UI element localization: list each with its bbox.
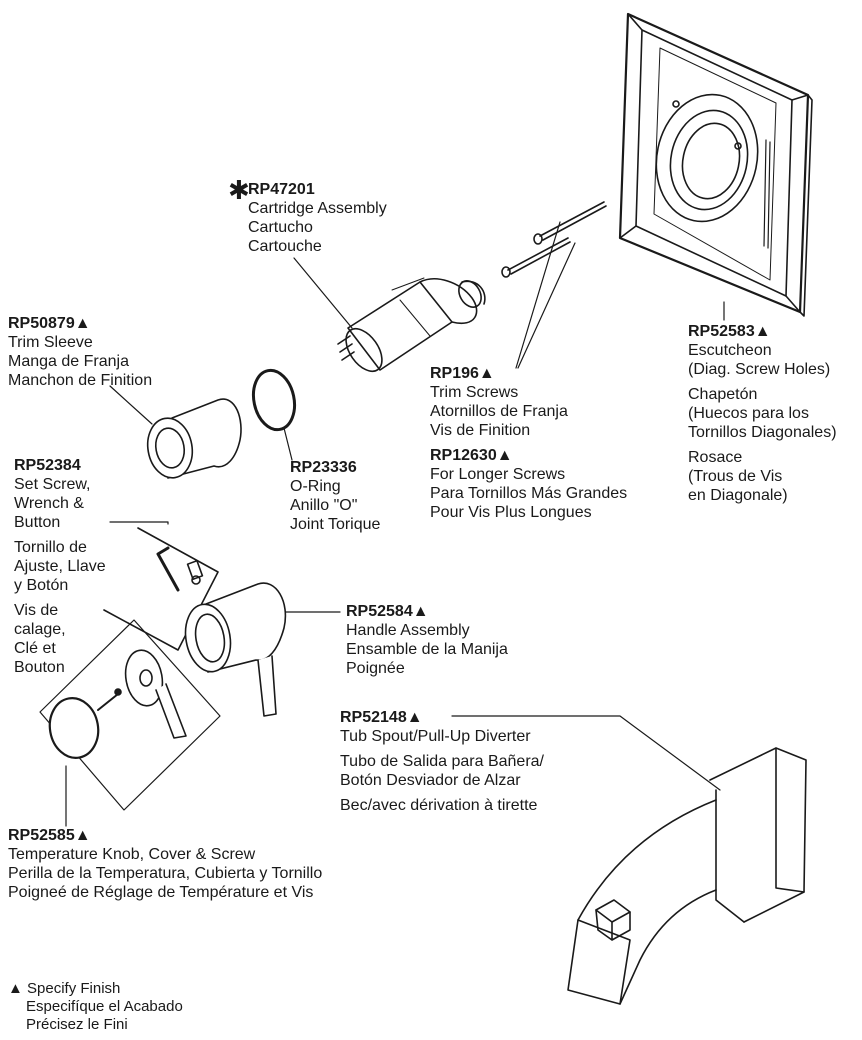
- part-number: RP52585▲: [8, 827, 91, 844]
- trim-screws-drawing: [501, 201, 607, 369]
- part-desc: Trim Sleeve: [8, 334, 93, 351]
- part-number: RP50879▲: [8, 315, 91, 332]
- part-number: RP52148▲: [340, 709, 423, 726]
- part-desc: Escutcheon: [688, 342, 772, 359]
- part-desc: Joint Torique: [290, 516, 381, 533]
- part-desc: Set Screw,: [14, 476, 91, 493]
- part-desc: (Trous de Vis: [688, 468, 783, 485]
- trim-sleeve-callout: RP50879▲ Trim Sleeve Manga de Franja Man…: [8, 314, 152, 390]
- set-screw-callout: RP52384 Set Screw, Wrench & Button Torni…: [14, 456, 106, 677]
- part-desc: Ensamble de la Manija: [346, 641, 508, 658]
- part-desc: Handle Assembly: [346, 622, 470, 639]
- part-desc: Cartucho: [248, 219, 313, 236]
- part-desc: O-Ring: [290, 478, 341, 495]
- part-desc: Ajuste, Llave: [14, 558, 106, 575]
- handle-callout: RP52584▲ Handle Assembly Ensamble de la …: [346, 602, 508, 678]
- part-desc: Bec/avec dérivation à tirette: [340, 797, 538, 814]
- part-desc: Tornillo de: [14, 539, 87, 556]
- part-desc: (Huecos para los: [688, 405, 809, 422]
- part-desc: Poignée: [346, 660, 405, 677]
- part-desc: y Botón: [14, 577, 69, 594]
- cartridge-drawing: [337, 277, 486, 373]
- legend-line: Précisez le Fini: [26, 1016, 128, 1033]
- oring-drawing: [251, 368, 297, 461]
- escutcheon-drawing: [618, 12, 813, 317]
- part-number: RP196▲: [430, 365, 495, 382]
- part-desc: Vis de Finition: [430, 422, 531, 439]
- part-desc: Bouton: [14, 659, 65, 676]
- part-number: RP23336: [290, 459, 357, 476]
- legend-line: ▲ Specify Finish: [8, 980, 121, 997]
- part-desc: Cartouche: [248, 238, 322, 255]
- part-desc: Manchon de Finition: [8, 372, 153, 389]
- part-number: RP52583▲: [688, 323, 771, 340]
- part-desc: Tub Spout/Pull-Up Diverter: [340, 728, 531, 745]
- trim-screws-callout: RP196▲ Trim Screws Atornillos de Franja …: [430, 364, 627, 522]
- finish-legend: ▲ Specify Finish Especifíque el Acabado …: [8, 980, 183, 1034]
- temperature-knob-drawing: [39, 619, 221, 827]
- tub-spout-drawing: [451, 715, 807, 1005]
- temperature-knob-callout: RP52585▲ Temperature Knob, Cover & Screw…: [8, 826, 322, 902]
- part-desc: Rosace: [688, 449, 743, 466]
- part-desc: calage,: [14, 621, 66, 638]
- part-number: RP47201: [248, 181, 315, 198]
- part-desc: Tornillos Diagonales): [688, 424, 837, 441]
- part-desc: Manga de Franja: [8, 353, 129, 370]
- handle-drawing: [184, 582, 341, 717]
- escutcheon-callout: RP52583▲ Escutcheon (Diag. Screw Holes) …: [688, 322, 837, 505]
- trim-sleeve-drawing: [109, 385, 242, 479]
- part-desc: Poigneé de Réglage de Température et Vis: [8, 884, 314, 901]
- part-desc: (Diag. Screw Holes): [688, 361, 831, 378]
- part-desc: Tubo de Salida para Bañera/: [340, 753, 544, 770]
- part-desc: Temperature Knob, Cover & Screw: [8, 846, 256, 863]
- part-desc: Chapetón: [688, 386, 758, 403]
- part-desc: Clé et: [14, 640, 56, 657]
- part-number: RP12630▲: [430, 447, 513, 464]
- part-desc: Atornillos de Franja: [430, 403, 568, 420]
- part-desc: Botón Desviador de Alzar: [340, 772, 521, 789]
- part-desc: For Longer Screws: [430, 466, 566, 483]
- part-number: RP52384: [14, 457, 81, 474]
- cartridge-callout: RP47201 Cartridge Assembly Cartucho Cart…: [248, 180, 387, 256]
- part-desc: Pour Vis Plus Longues: [430, 504, 592, 521]
- part-desc: Anillo "O": [290, 497, 358, 514]
- legend-line: Especifíque el Acabado: [26, 998, 183, 1015]
- part-desc: Para Tornillos Más Grandes: [430, 485, 628, 502]
- tub-spout-callout: RP52148▲ Tub Spout/Pull-Up Diverter Tubo…: [340, 708, 544, 815]
- replacement-star: ✱: [228, 175, 250, 205]
- part-desc: Vis de: [14, 602, 59, 619]
- part-desc: en Diagonale): [688, 487, 788, 504]
- part-desc: Cartridge Assembly: [248, 200, 387, 217]
- part-desc: Button: [14, 514, 61, 531]
- oring-callout: RP23336 O-Ring Anillo "O" Joint Torique: [290, 458, 380, 534]
- part-desc: Trim Screws: [430, 384, 519, 401]
- part-desc: Perilla de la Temperatura, Cubierta y To…: [8, 865, 323, 882]
- part-number: RP52584▲: [346, 603, 429, 620]
- part-desc: Wrench &: [14, 495, 84, 512]
- cartridge-leader: [293, 257, 353, 329]
